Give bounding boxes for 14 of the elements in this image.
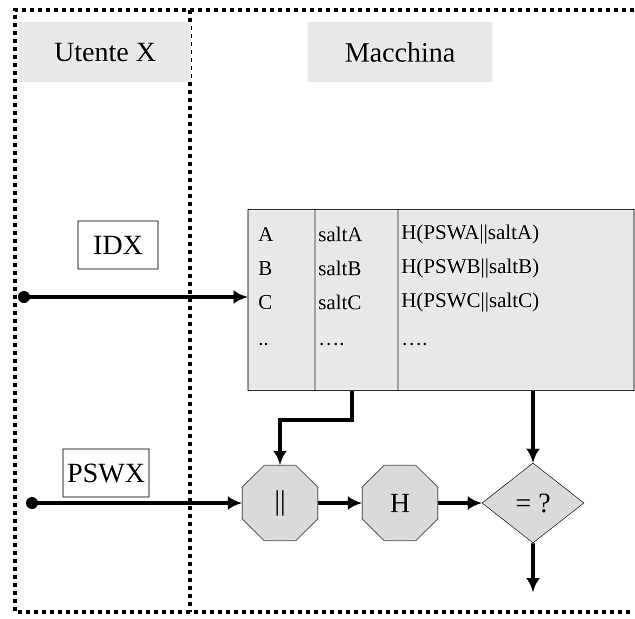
- lane-header: Utente X: [19, 22, 191, 82]
- octagon-node: H: [362, 464, 438, 542]
- arrow: [527, 391, 539, 460]
- arrow: [438, 497, 479, 509]
- arrow: [26, 497, 239, 509]
- arrow: [318, 497, 359, 509]
- arrow: [274, 391, 354, 462]
- arrow: [527, 543, 539, 589]
- octagon-node: ||: [242, 464, 318, 542]
- data-table: A saltA H(PSWA||saltA) B saltB H(PSWB||saltB) C saltC H(PSWC||saltC) .. …. ….: [248, 209, 634, 391]
- arrow: [18, 291, 245, 303]
- lane-header: Macchina: [308, 22, 492, 82]
- edge-label: IDX: [78, 220, 158, 270]
- edge-label: PSWX: [62, 448, 150, 498]
